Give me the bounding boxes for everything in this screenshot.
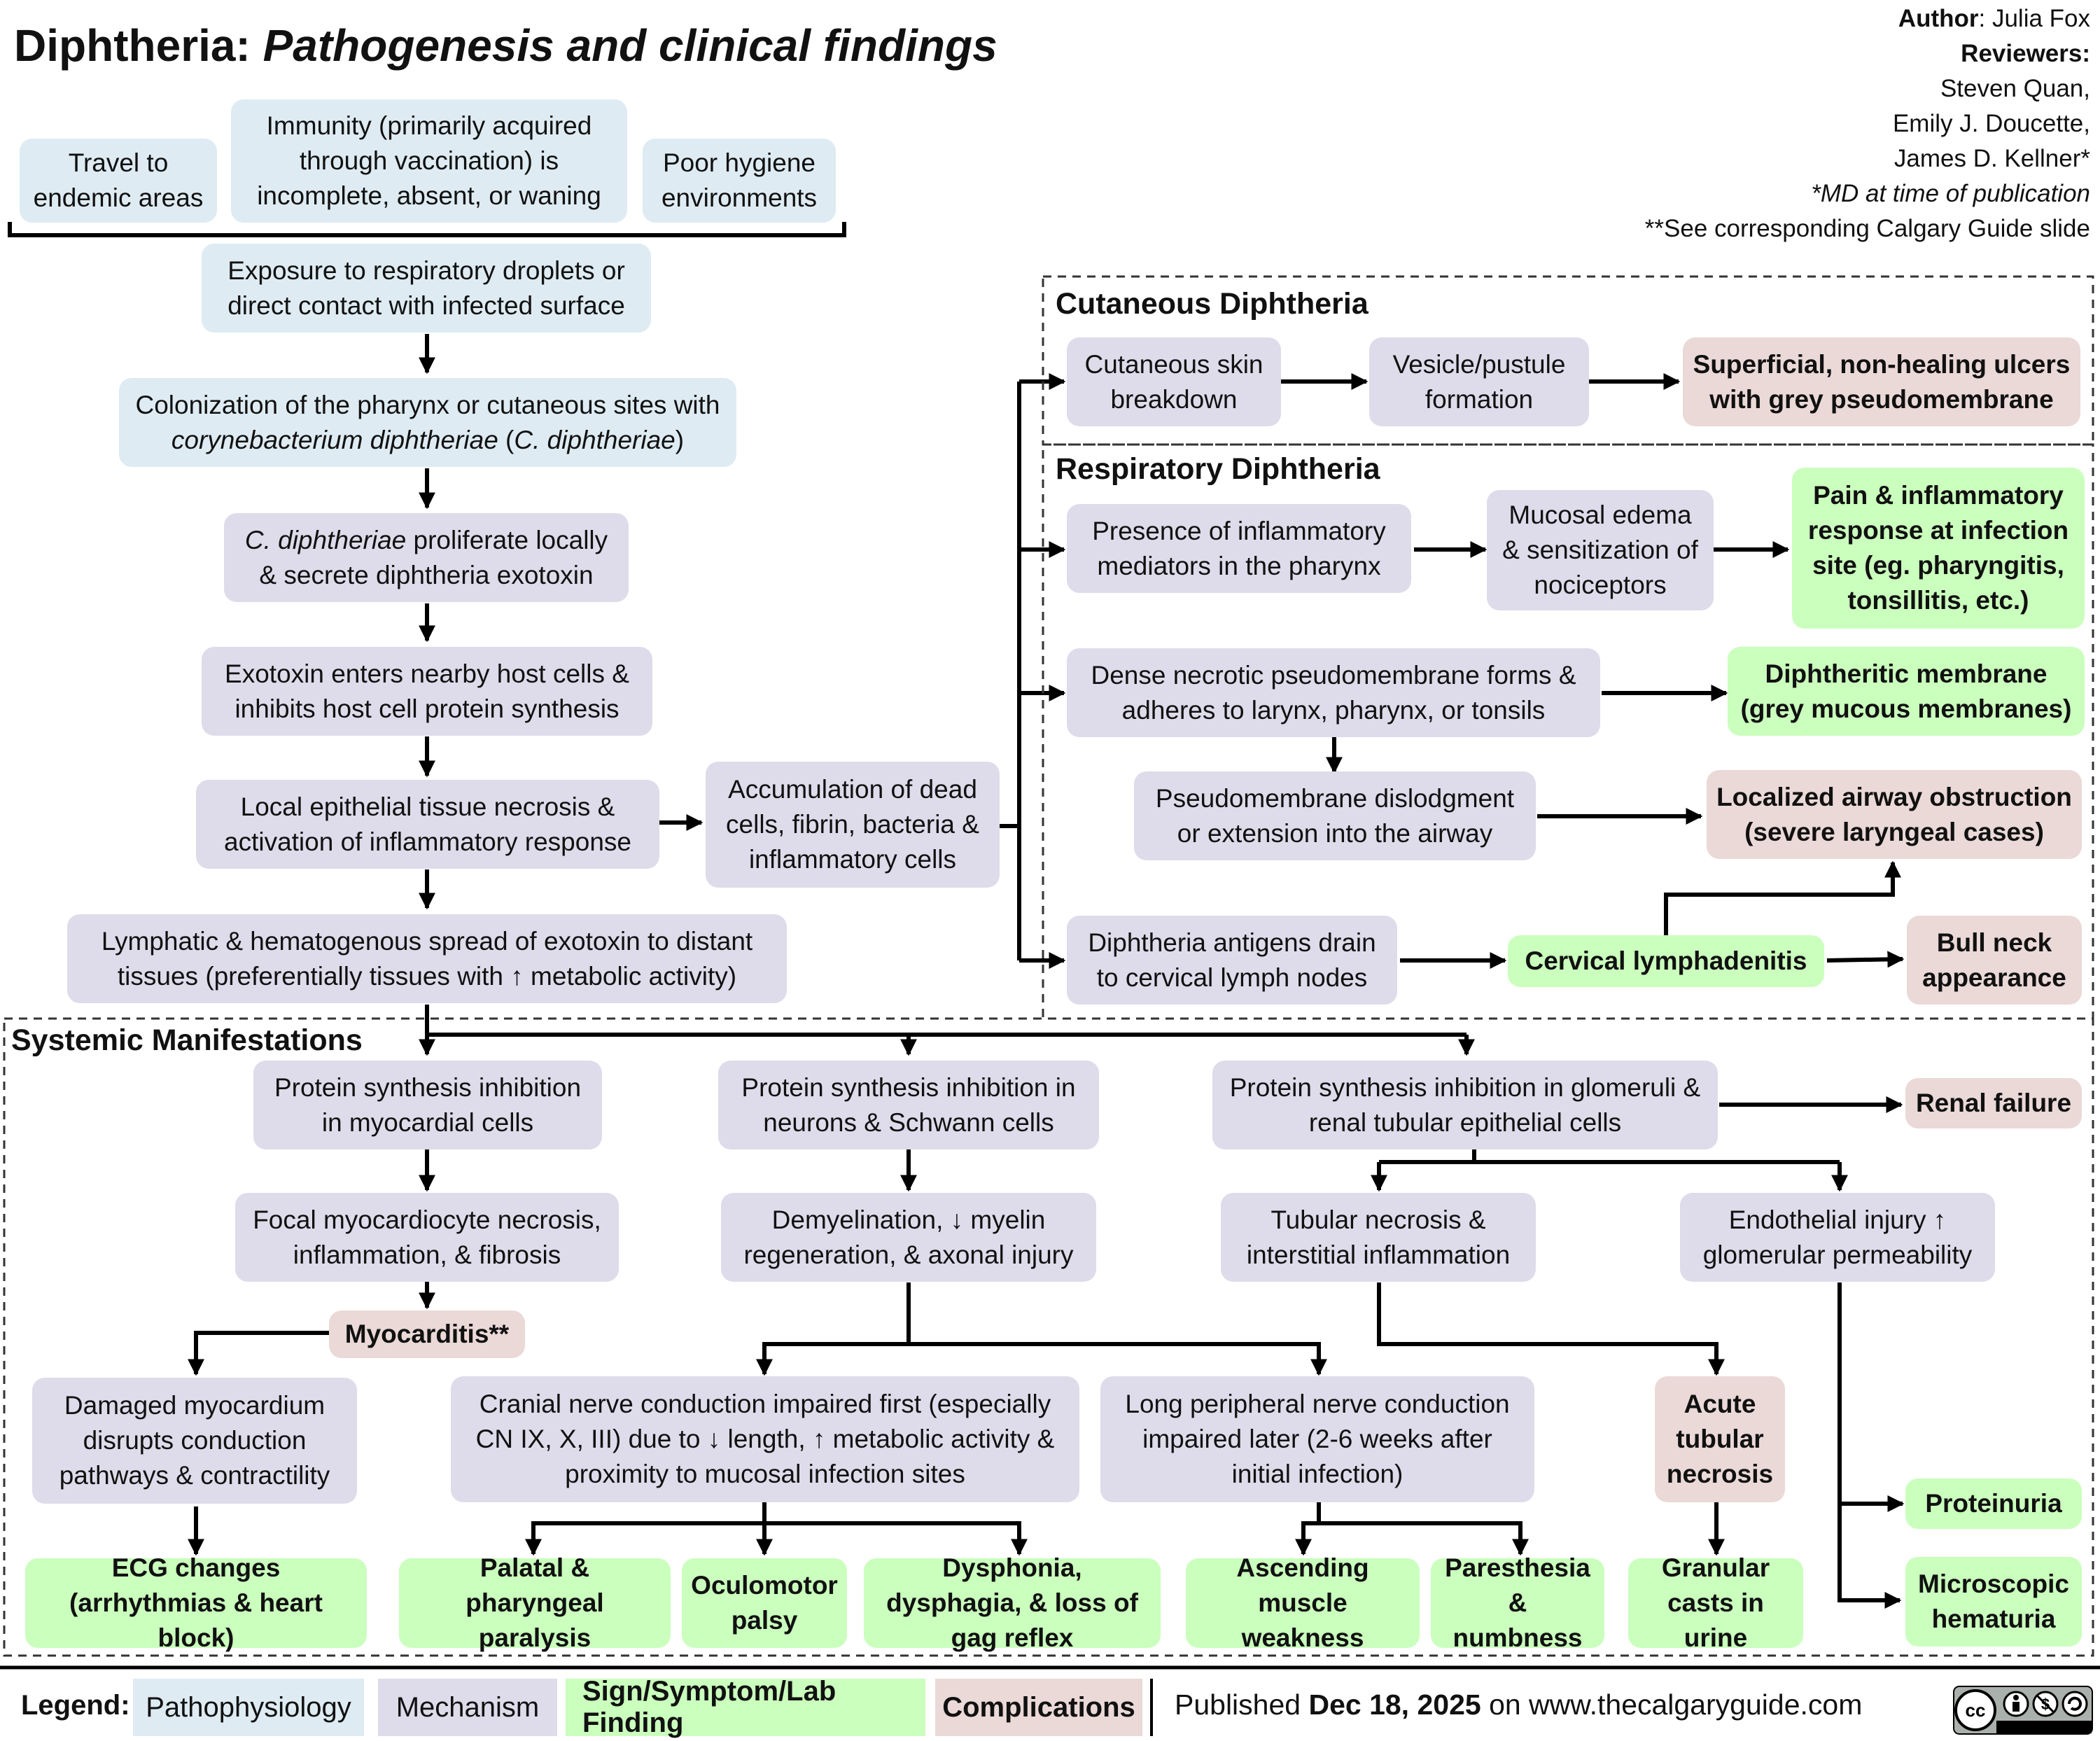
cc-by-nc-sa-icon: cc $ (1953, 1686, 2093, 1735)
node-exotoxin: Exotoxin enters nearby host cells & inhi… (202, 647, 652, 736)
node-demyelination: Demyelination, ↓ myelin regeneration, & … (721, 1193, 1096, 1282)
node-ecg-changes: ECG changes (arrhythmias & heart block) (25, 1553, 367, 1652)
node-myocardial: Protein synthesis inhibition in myocardi… (253, 1061, 602, 1149)
svg-text:cc: cc (1966, 1700, 1986, 1721)
node-long-peripheral: Long peripheral nerve conduction impaire… (1100, 1376, 1534, 1502)
author-label: Author (1898, 5, 1979, 32)
node-myocarditis: Myocarditis** (329, 1310, 525, 1358)
node-oculomotor: Oculomotor palsy (682, 1558, 847, 1648)
slide-note: **See corresponding Calgary Guide slide (1644, 215, 2090, 242)
node-proteinuria: Proteinuria (1905, 1478, 2082, 1529)
node-local-necrosis: Local epithelial tissue necrosis & activ… (196, 780, 659, 869)
node-endothelial-injury: Endothelial injury ↑ glomerular permeabi… (1680, 1193, 1995, 1282)
node-mediators: Presence of inflammatory mediators in th… (1067, 504, 1411, 593)
node-damaged-myocardium: Damaged myocardium disrupts conduction p… (32, 1378, 357, 1504)
reviewer: James D. Kellner* (1893, 145, 2090, 172)
node-skin-breakdown: Cutaneous skin breakdown (1067, 337, 1281, 426)
legend-complications: Complications (935, 1679, 1142, 1736)
systemic-region (3, 1017, 2094, 1657)
node-dysphonia: Dysphonia, dysphagia, & loss of gag refl… (864, 1553, 1161, 1652)
published-date: Dec 18, 2025 (1308, 1688, 1481, 1721)
reviewers-label: Reviewers (1961, 40, 2082, 67)
node-paresthesia: Paresthesia & numbness (1431, 1553, 1604, 1652)
node-lymphadenitis: Cervical lymphadenitis (1508, 935, 1824, 987)
node-palatal: Palatal & pharyngeal paralysis (399, 1553, 671, 1652)
node-ulcers: Superficial, non-healing ulcers with gre… (1683, 337, 2080, 426)
node-lymphatic-spread: Lymphatic & hematogenous spread of exoto… (67, 914, 787, 1003)
section-respiratory: Respiratory Diphtheria (1056, 452, 1380, 486)
node-tubular-necrosis: Tubular necrosis & interstitial inflamma… (1221, 1193, 1536, 1282)
node-immunity: Immunity (primarily acquired through vac… (231, 99, 627, 223)
node-accumulation: Accumulation of dead cells, fibrin, bact… (706, 762, 1000, 888)
node-atn: Acute tubular necrosis (1655, 1376, 1785, 1502)
node-pain: Pain & inflammatory response at infectio… (1792, 468, 2085, 629)
page-title: Diphtheria: Pathogenesis and clinical fi… (14, 20, 997, 71)
node-hygiene: Poor hygiene environments (643, 139, 836, 223)
node-proliferate: C. diphtheriae proliferate locally & sec… (224, 513, 629, 602)
node-mucosal-edema: Mucosal edema & sensitization of nocicep… (1487, 490, 1714, 610)
bracket-risk-factors (8, 222, 846, 237)
node-ascending-weakness: Ascending muscle weakness (1186, 1553, 1420, 1652)
section-cutaneous: Cutaneous Diphtheria (1056, 287, 1368, 321)
credits: Author: Julia Fox Reviewers: Steven Quan… (1645, 1, 2090, 246)
legend-pathophysiology: Pathophysiology (133, 1679, 364, 1736)
published-line: Published Dec 18, 2025 on www.thecalgary… (1175, 1688, 1863, 1721)
node-glomeruli: Protein synthesis inhibition in glomerul… (1212, 1061, 1718, 1149)
node-bull-neck: Bull neck appearance (1907, 916, 2082, 1005)
node-cranial-nerve: Cranial nerve conduction impaired first … (451, 1376, 1079, 1502)
node-renal-failure: Renal failure (1905, 1078, 2082, 1128)
node-colonization: Colonization of the pharynx or cutaneous… (119, 378, 736, 467)
section-systemic: Systemic Manifestations (11, 1023, 363, 1057)
md-note: *MD at time of publication (1811, 180, 2090, 207)
node-vesicle: Vesicle/pustule formation (1369, 337, 1589, 426)
node-focal-necrosis: Focal myocardiocyte necrosis, inflammati… (235, 1193, 619, 1282)
node-exposure: Exposure to respiratory droplets or dire… (202, 244, 651, 333)
node-travel: Travel to endemic areas (20, 139, 217, 223)
node-pseudomembrane: Dense necrotic pseudomembrane forms & ad… (1067, 648, 1600, 737)
node-neurons: Protein synthesis inhibition in neurons … (718, 1061, 1099, 1149)
legend-mechanism: Mechanism (378, 1679, 557, 1736)
node-antigens: Diphtheria antigens drain to cervical ly… (1067, 916, 1397, 1005)
reviewer: Emily J. Doucette, (1892, 110, 2090, 137)
cutaneous-region (1042, 275, 2094, 446)
reviewer: Steven Quan, (1940, 75, 2090, 102)
node-airway-obstruction: Localized airway obstruction (severe lar… (1707, 770, 2082, 859)
legend-label: Legend: (21, 1690, 130, 1721)
legend-sign: Sign/Symptom/Lab Finding (566, 1676, 925, 1738)
author-name: : Julia Fox (1978, 5, 2091, 32)
node-granular-casts: Granular casts in urine (1628, 1553, 1803, 1652)
node-hematuria: Microscopic hematuria (1905, 1557, 2082, 1646)
node-diphtheritic-membrane: Diphtheritic membrane (grey mucous membr… (1728, 647, 2085, 736)
node-dislodgment: Pseudomembrane dislodgment or extension … (1134, 771, 1536, 860)
